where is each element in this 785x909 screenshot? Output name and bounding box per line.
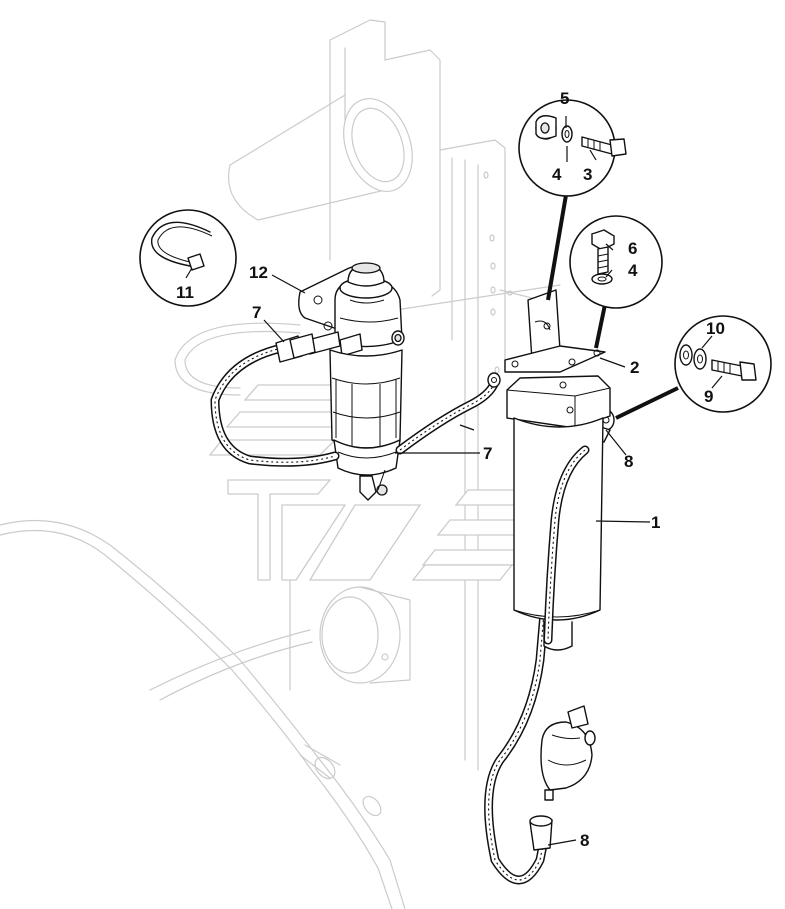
- label-washer-c: 10: [706, 319, 725, 338]
- label-bolt-a: 3: [583, 165, 592, 184]
- fuel-hoses: [210, 333, 615, 885]
- label-fuel-pipe-center: 7: [483, 444, 492, 463]
- label-hose-lower: 8: [580, 831, 589, 850]
- lift-pump: [540, 705, 596, 801]
- label-hose-upper: 8: [624, 452, 633, 471]
- callout-cable-tie: [139, 209, 237, 307]
- label-washer-a: 4: [552, 165, 562, 184]
- leader-lines: [185, 116, 723, 846]
- main-fuel-filter: [504, 289, 611, 651]
- part-number-labels: 1 2 3 4 5 4 6 7 7 8 8 9 10 11 12: [176, 89, 725, 850]
- label-filter-housing: 1: [651, 513, 660, 532]
- label-nut: 5: [560, 89, 569, 108]
- label-washer-b: 4: [628, 261, 638, 280]
- callout-hose-bolt-set: [615, 315, 772, 420]
- fuel-prefilter: [298, 262, 405, 501]
- label-prefilter-bracket: 12: [249, 263, 268, 282]
- callout-screw-set: [569, 215, 663, 349]
- label-mounting-bracket: 2: [630, 358, 639, 377]
- background-frame: [0, 19, 561, 909]
- label-fuel-pipe-left: 7: [252, 303, 261, 322]
- label-bolt-b: 9: [704, 387, 713, 406]
- label-cable-tie: 11: [176, 283, 194, 302]
- label-screw: 6: [628, 239, 637, 258]
